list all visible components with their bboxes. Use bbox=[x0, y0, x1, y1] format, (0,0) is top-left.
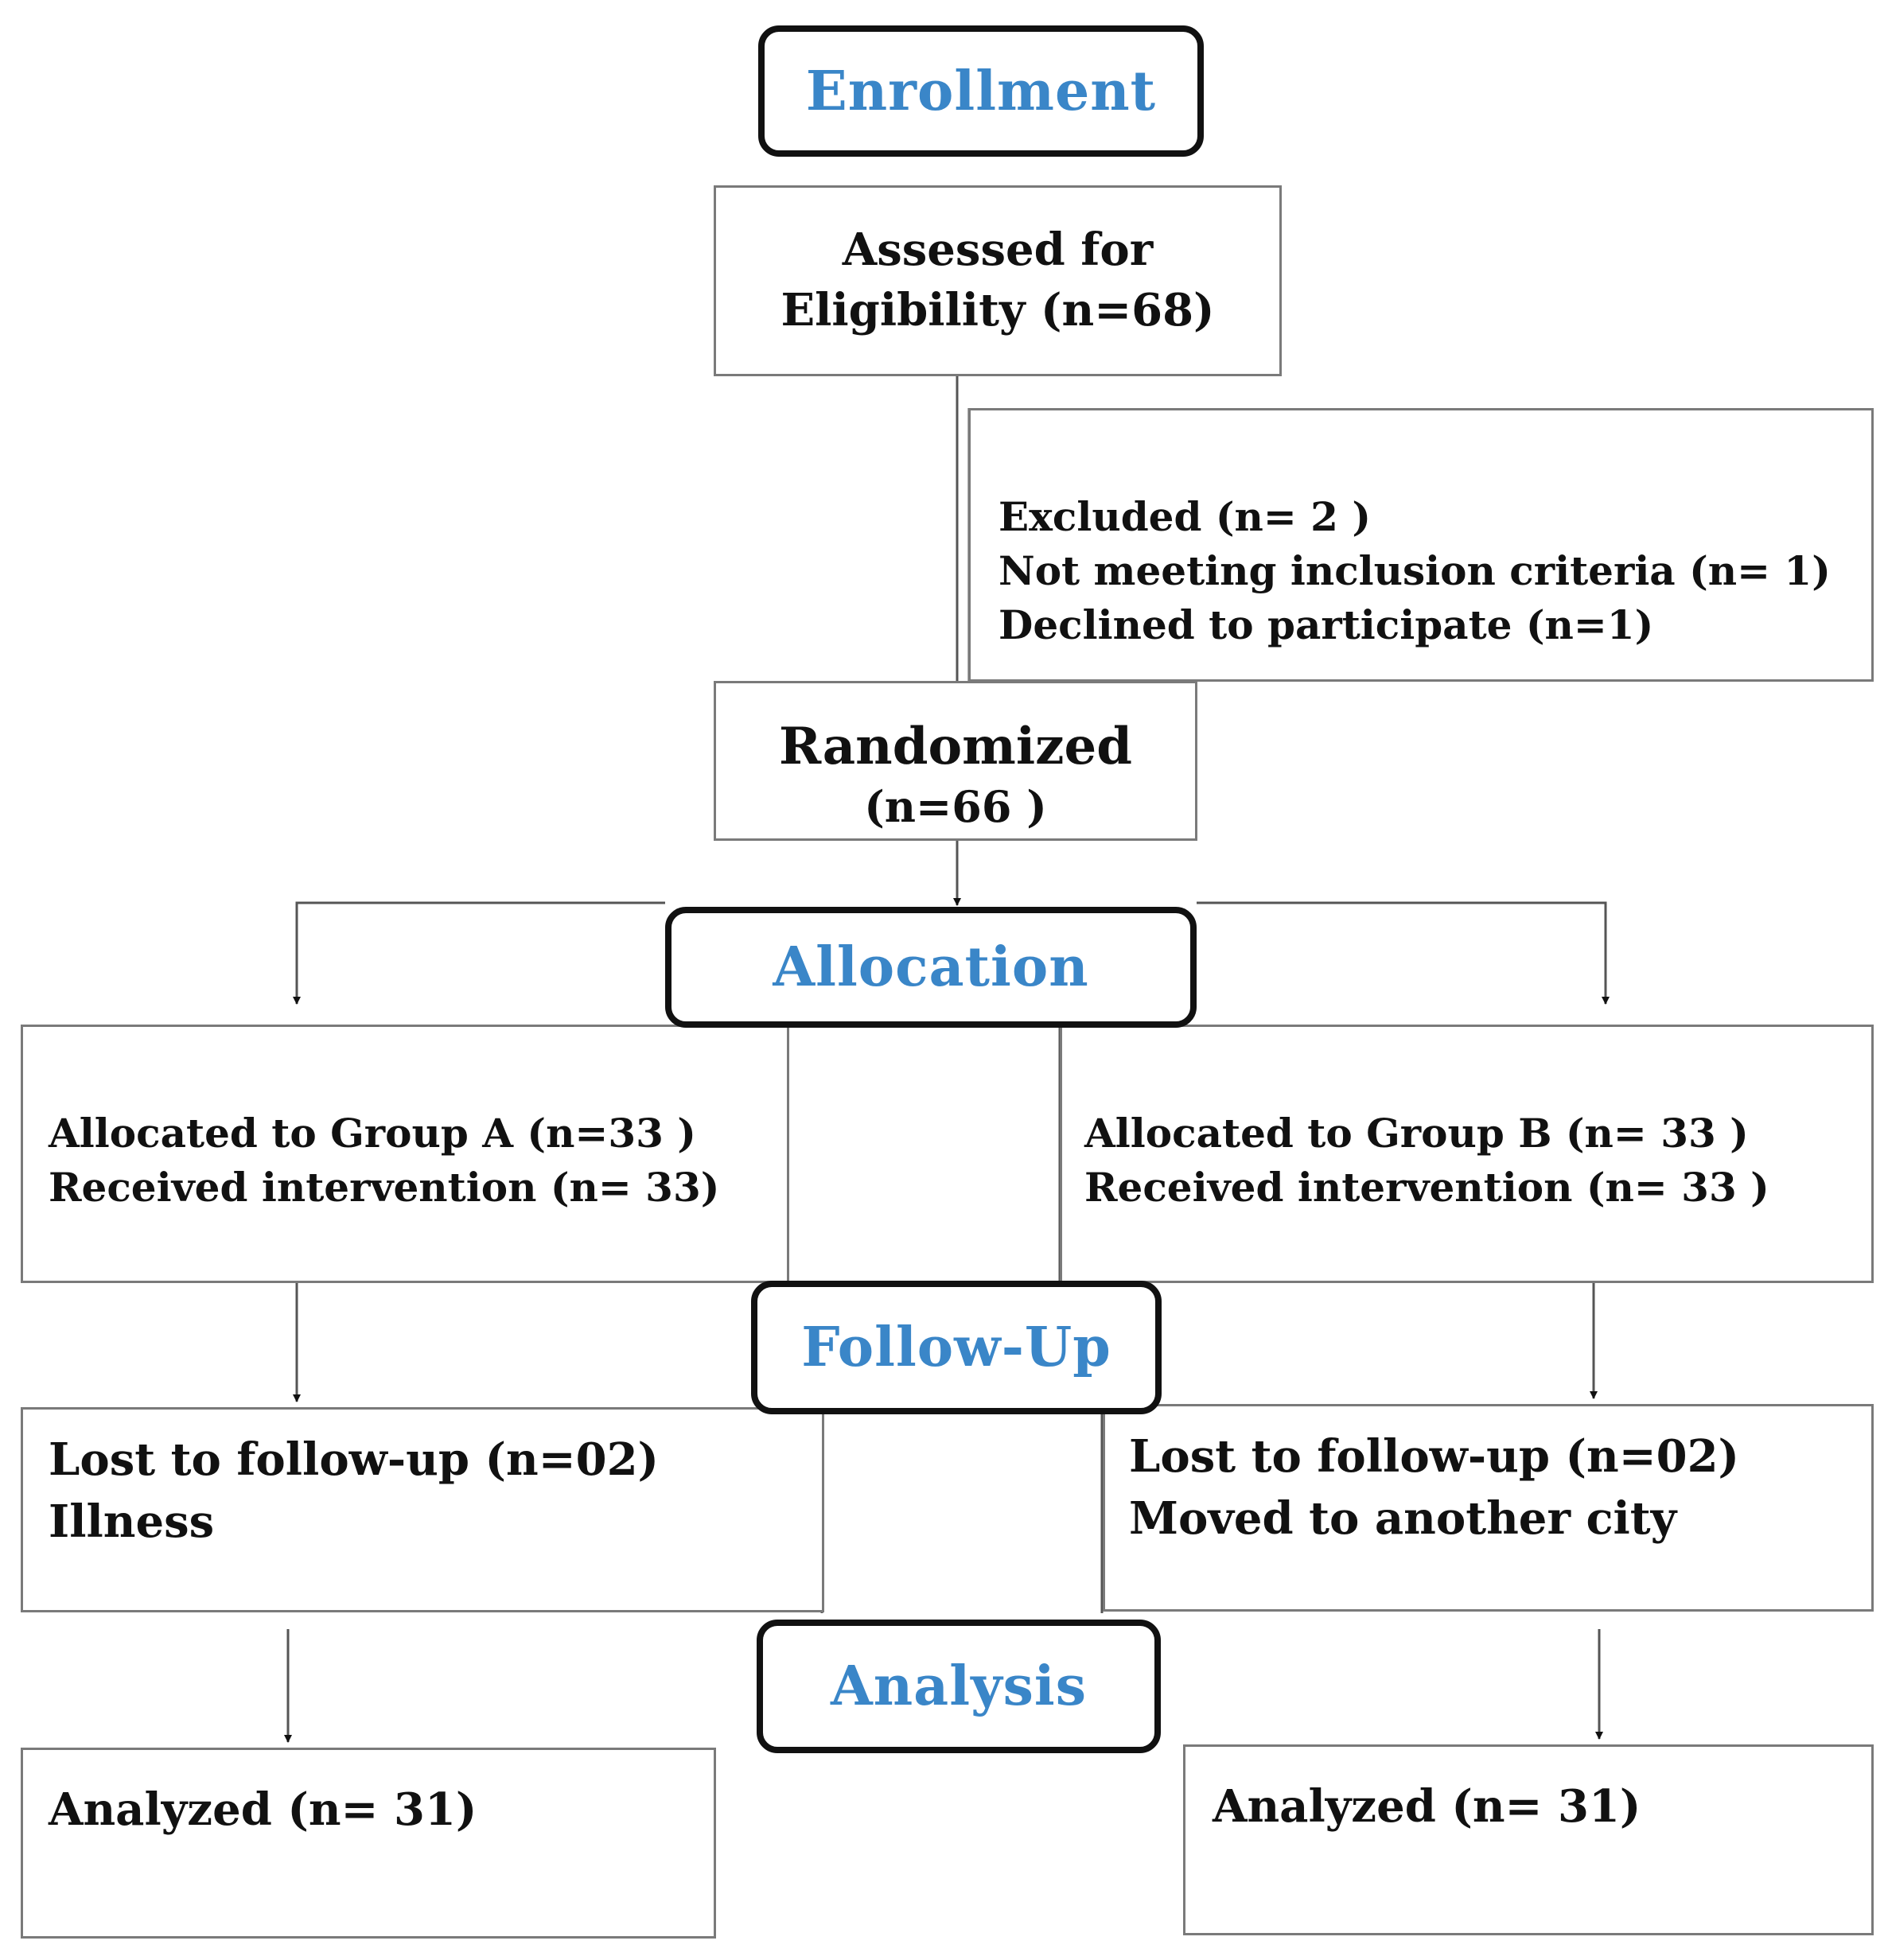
excluded-box: Excluded (n= 2 ) Not meeting inclusion c… bbox=[968, 408, 1874, 682]
randomized-count: (n=66 ) bbox=[864, 781, 1047, 832]
connector-allocation-split-right bbox=[1197, 901, 1610, 1005]
group-a-lost-reason: Illness bbox=[49, 1495, 215, 1548]
group-a-lost: Lost to follow-up (n=02) bbox=[49, 1433, 660, 1486]
group-a-allocation-box: Allocated to Group A (n=33 ) Received in… bbox=[21, 1025, 789, 1283]
group-b-allocated: Allocated to Group B (n= 33 ) bbox=[1084, 1110, 1749, 1157]
randomized-title: Randomized bbox=[779, 717, 1132, 776]
group-a-followup-box: Lost to follow-up (n=02) Illness bbox=[21, 1407, 824, 1612]
group-b-lost: Lost to follow-up (n=02) bbox=[1129, 1430, 1740, 1483]
assessed-line-2: Eligibility (n=68) bbox=[781, 284, 1215, 336]
stage-enrollment-label: Enrollment bbox=[805, 59, 1157, 123]
excluded-line-2: Not meeting inclusion criteria (n= 1) bbox=[998, 547, 1831, 594]
excluded-line-3: Declined to participate (n=1) bbox=[998, 601, 1654, 648]
stage-enrollment: Enrollment bbox=[758, 25, 1204, 157]
group-a-analyzed: Analyzed (n= 31) bbox=[49, 1783, 477, 1836]
stage-allocation: Allocation bbox=[665, 907, 1197, 1028]
connector-allocation-split-left bbox=[293, 901, 665, 1005]
group-b-received: Received intervention (n= 33 ) bbox=[1084, 1164, 1769, 1211]
stage-analysis-label: Analysis bbox=[830, 1655, 1087, 1718]
assessed-line-1: Assessed for bbox=[842, 224, 1154, 276]
group-a-received: Received intervention (n= 33) bbox=[49, 1164, 720, 1211]
group-b-allocation-box: Allocated to Group B (n= 33 ) Received i… bbox=[1060, 1025, 1874, 1283]
group-b-followup-box: Lost to follow-up (n=02) Moved to anothe… bbox=[1103, 1404, 1874, 1612]
group-a-allocated: Allocated to Group A (n=33 ) bbox=[49, 1110, 696, 1157]
group-b-analyzed-box: Analyzed (n= 31) bbox=[1183, 1744, 1874, 1935]
stage-follow-up-label: Follow-Up bbox=[801, 1316, 1111, 1379]
assessed-box: Assessed for Eligibility (n=68) bbox=[714, 185, 1282, 376]
randomized-box: Randomized (n=66 ) bbox=[714, 681, 1197, 841]
group-a-analyzed-box: Analyzed (n= 31) bbox=[21, 1748, 716, 1939]
group-b-analyzed: Analyzed (n= 31) bbox=[1213, 1780, 1641, 1833]
excluded-line-1: Excluded (n= 2 ) bbox=[998, 493, 1372, 540]
stage-analysis: Analysis bbox=[757, 1620, 1161, 1753]
stage-follow-up: Follow-Up bbox=[751, 1281, 1162, 1414]
group-b-lost-reason: Moved to another city bbox=[1129, 1492, 1677, 1545]
stage-allocation-label: Allocation bbox=[773, 935, 1089, 999]
